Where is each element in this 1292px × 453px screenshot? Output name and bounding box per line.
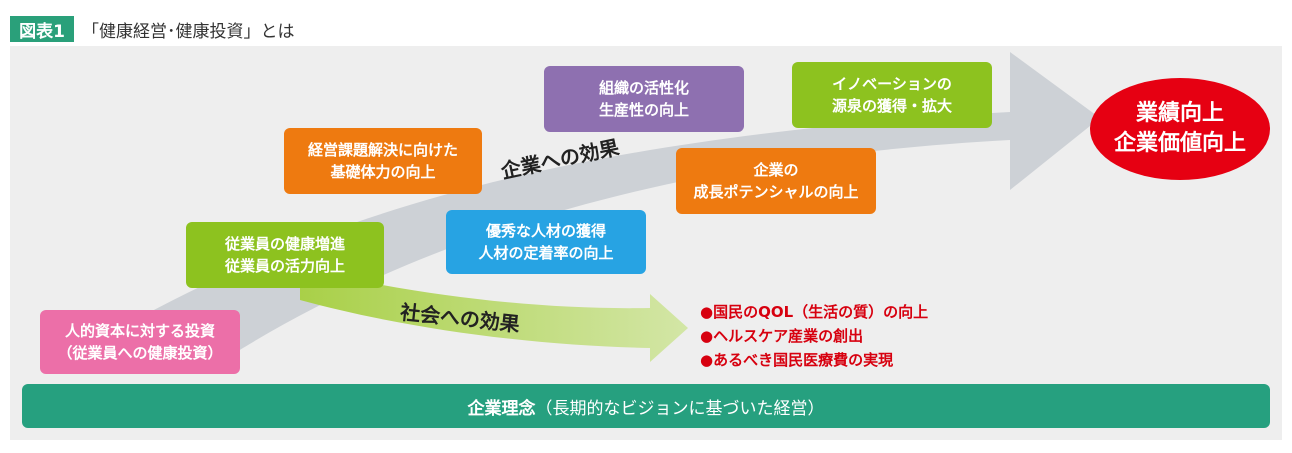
figure-label: 図表1 <box>10 16 74 42</box>
growth-potential-box: 企業の 成長ポテンシャルの向上 <box>676 148 876 214</box>
growth-potential-line-1: 企業の <box>753 161 799 179</box>
social-effect-item: ●国民のQOL（生活の質）の向上 <box>700 303 929 321</box>
employee-health-box: 従業員の健康増進 従業員の活力向上 <box>186 222 384 288</box>
goal-line-2: 企業価値向上 <box>1113 131 1246 156</box>
social-effect-item: ●ヘルスケア産業の創出 <box>700 327 864 345</box>
corporate-philosophy-bold: 企業理念 <box>467 398 536 419</box>
growth-potential-line-2: 成長ポテンシャルの向上 <box>693 183 859 201</box>
management-foundation-line-2: 基礎体力の向上 <box>330 163 436 181</box>
corporate-philosophy-rest: （長期的なビジョンに基づいた経営） <box>535 398 825 419</box>
goal-line-1: 業績向上 <box>1135 101 1224 126</box>
talent-line-1: 優秀な人材の獲得 <box>485 222 606 240</box>
innovation-line-2: 源泉の獲得・拡大 <box>831 97 952 115</box>
corporate-philosophy-bar: 企業理念 （長期的なビジョンに基づいた経営） <box>22 384 1270 428</box>
social-effect-item: ●あるべき国民医療費の実現 <box>700 351 894 369</box>
employee-health-line-1: 従業員の健康増進 <box>224 235 345 253</box>
investment-line-2: （従業員への健康投資） <box>57 344 223 362</box>
organization-box: 組織の活性化 生産性の向上 <box>544 66 744 132</box>
figure-title: 「健康経営･健康投資」とは <box>82 21 295 42</box>
organization-line-2: 生産性の向上 <box>598 101 689 119</box>
society-effect-arrow <box>300 268 688 362</box>
innovation-box: イノベーションの 源泉の獲得・拡大 <box>792 62 992 128</box>
talent-box: 優秀な人材の獲得 人材の定着率の向上 <box>446 210 646 274</box>
goal-circle: 業績向上 企業価値向上 <box>1090 78 1270 180</box>
investment-box: 人的資本に対する投資 （従業員への健康投資） <box>40 310 240 374</box>
talent-line-2: 人材の定着率の向上 <box>478 244 614 262</box>
organization-line-1: 組織の活性化 <box>598 79 689 97</box>
employee-health-line-2: 従業員の活力向上 <box>224 257 345 275</box>
management-foundation-box: 経営課題解決に向けた 基礎体力の向上 <box>284 128 482 194</box>
innovation-line-1: イノベーションの <box>832 75 952 93</box>
investment-line-1: 人的資本に対する投資 <box>64 322 215 340</box>
management-foundation-line-1: 経営課題解決に向けた <box>307 141 458 159</box>
social-effects-list: ●国民のQOL（生活の質）の向上 ●ヘルスケア産業の創出 ●あるべき国民医療費の… <box>700 300 928 372</box>
